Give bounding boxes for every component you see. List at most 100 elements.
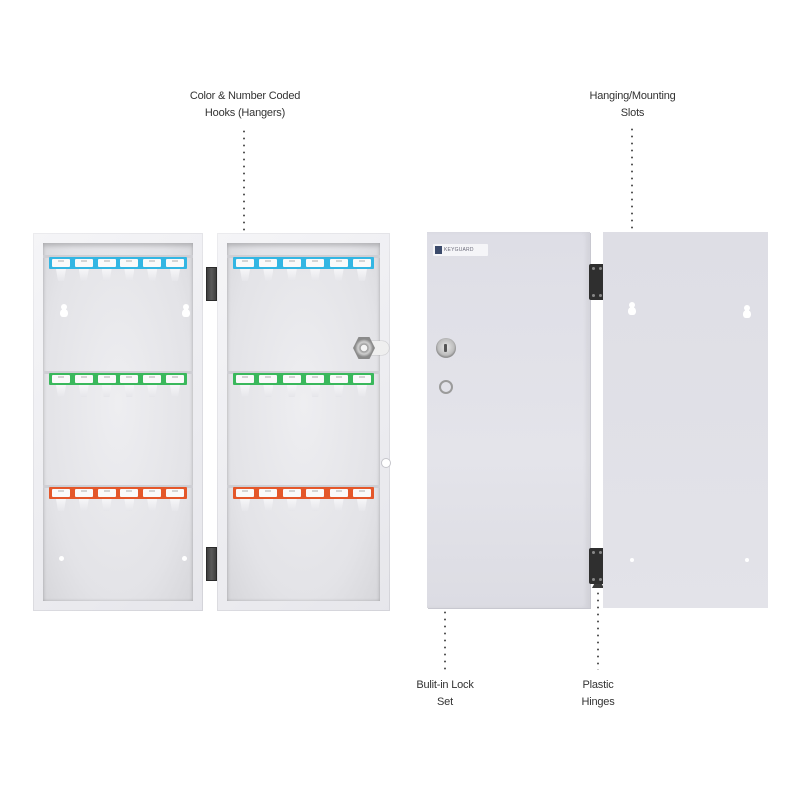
leader-line-hooks [243, 128, 245, 246]
hook-pegs [233, 499, 374, 511]
brand-wordmark: KEYGUARD [444, 247, 474, 253]
key-hook [124, 385, 135, 397]
hook-number-tag [352, 375, 371, 383]
screw-hole-left [59, 556, 64, 561]
hook-pegs [49, 385, 187, 397]
callout-lock: Bulit-in Lock Set [395, 677, 495, 711]
key-hook [310, 385, 321, 397]
closed-cabinet-door: KEYGUARD [427, 232, 590, 608]
hook-number-tag [306, 489, 325, 497]
door-inner-panel [227, 243, 380, 601]
key-hook [78, 385, 89, 397]
hook-number-tag [259, 375, 278, 383]
hook-number-tag [165, 259, 184, 267]
hook-row-orange [49, 487, 187, 499]
key-hook [147, 499, 158, 511]
hook-pegs [49, 269, 187, 281]
key-hook [124, 499, 135, 511]
key-hook [333, 499, 344, 511]
hook-number-tag [52, 489, 70, 497]
hook-number-tag [74, 489, 93, 497]
key-hook [333, 269, 344, 281]
key-hook [101, 269, 112, 281]
callout-hooks-line1: Color & Number Coded [189, 90, 301, 102]
hinge-top-open [206, 267, 217, 301]
open-cabinet-body [33, 233, 203, 611]
hook-row-blue [49, 257, 187, 269]
hook-number-tag [306, 375, 325, 383]
cabinet-back-exterior [603, 232, 768, 608]
mounting-slot-left [628, 302, 636, 315]
key-hook [56, 269, 66, 281]
hook-number-tag [329, 259, 348, 267]
hook-number-tag [282, 259, 301, 267]
key-hook [169, 269, 180, 281]
hook-number-tag [74, 375, 93, 383]
hook-rail-top [43, 255, 193, 258]
lock-cylinder-icon[interactable] [436, 338, 456, 358]
latch-hole [381, 458, 391, 468]
screw-hole-left [630, 558, 634, 562]
mounting-slot-left [60, 304, 68, 317]
hook-number-tag [74, 259, 93, 267]
hook-number-tag [236, 375, 254, 383]
hook-number-tag [97, 489, 116, 497]
key-hook [286, 269, 297, 281]
key-hook [356, 499, 367, 511]
key-hook [240, 269, 250, 281]
key-hook [56, 499, 66, 511]
mounting-slot-right [743, 305, 751, 318]
hook-row-blue [233, 257, 374, 269]
open-cabinet-door [217, 233, 391, 611]
key-hook [356, 385, 367, 397]
key-hook [286, 385, 297, 397]
hook-number-tag [282, 489, 301, 497]
hook-number-tag [352, 489, 371, 497]
screw-hole-right [182, 556, 187, 561]
hook-number-tag [120, 375, 139, 383]
key-hook [286, 499, 297, 511]
key-hook [169, 385, 180, 397]
hook-number-tag [97, 375, 116, 383]
key-hook [147, 385, 158, 397]
key-hook [263, 499, 274, 511]
hook-number-tag [52, 375, 70, 383]
key-hook [356, 269, 367, 281]
key-hook [101, 385, 112, 397]
callout-hinges-line2: Hinges [581, 696, 615, 708]
hook-number-tag [165, 375, 184, 383]
hook-number-tag [236, 259, 254, 267]
cam-lock-icon [353, 337, 389, 359]
key-hook [240, 499, 250, 511]
leader-line-hinges [597, 590, 599, 670]
hook-rail-bottom [43, 485, 193, 488]
hook-number-tag [329, 375, 348, 383]
hinge-bottom-open [206, 547, 217, 581]
hook-number-tag [329, 489, 348, 497]
key-hook [147, 269, 158, 281]
hook-number-tag [282, 375, 301, 383]
hook-number-tag [143, 259, 162, 267]
hook-pegs [233, 269, 374, 281]
callout-slots-line1: Hanging/Mounting [589, 90, 676, 102]
key-hook [78, 269, 89, 281]
key-hook [78, 499, 89, 511]
hook-number-tag [120, 259, 139, 267]
hook-number-tag [97, 259, 116, 267]
key-icon [439, 380, 453, 394]
hook-number-tag [236, 489, 254, 497]
hook-number-tag [165, 489, 184, 497]
key-hook [263, 269, 274, 281]
key-hook [310, 499, 321, 511]
hook-row-orange [233, 487, 374, 499]
hook-number-tag [352, 259, 371, 267]
cabinet-back-panel [43, 243, 193, 601]
hook-rail-middle [43, 371, 193, 374]
callout-hooks-line2: Hooks (Hangers) [204, 107, 286, 119]
key-hook [169, 499, 180, 511]
key-hook [56, 385, 66, 397]
hook-number-tag [306, 259, 325, 267]
callout-slots-line2: Slots [620, 107, 645, 119]
plastic-hinge-top [589, 264, 605, 300]
hook-row-green [233, 373, 374, 385]
